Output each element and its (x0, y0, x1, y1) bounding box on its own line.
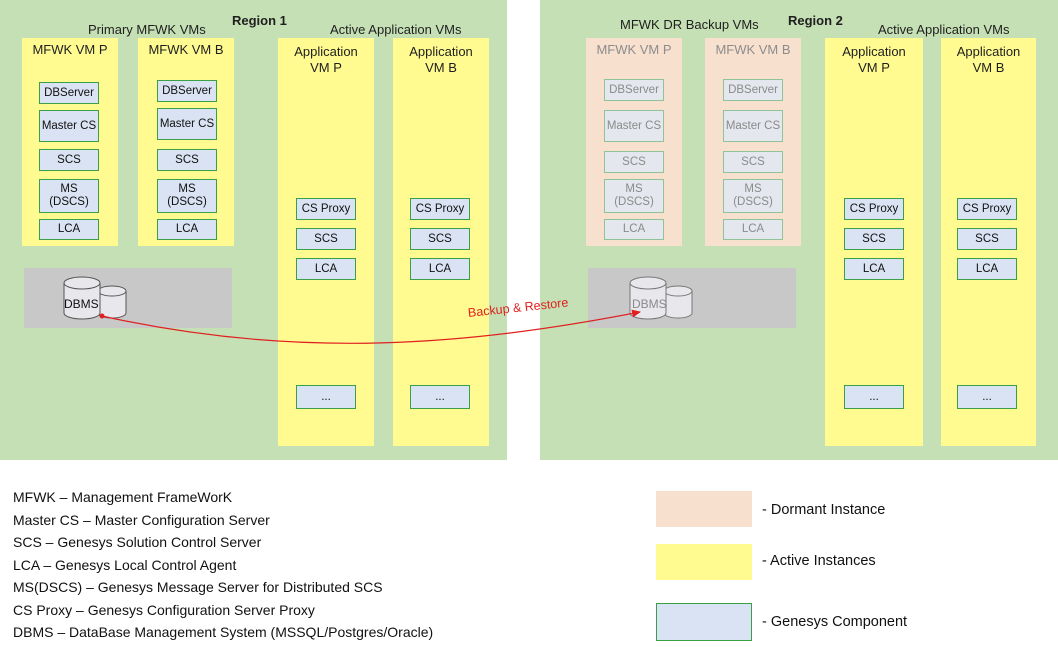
abbreviation-cs-proxy: CS Proxy – Genesys Configuration Server … (13, 601, 315, 618)
legend-swatch-active (656, 544, 752, 580)
component-scs: SCS (157, 149, 217, 171)
component-master-cs: Master CS (604, 110, 664, 142)
component-dbserver: DBServer (157, 80, 217, 102)
abbreviation-ms-dscs: MS(DSCS) – Genesys Message Server for Di… (13, 579, 383, 595)
component-master-cs: Master CS (157, 108, 217, 140)
component-dbserver: DBServer (604, 79, 664, 101)
component-scs: SCS (410, 228, 470, 250)
component-scs: SCS (957, 228, 1017, 250)
component-more: ... (410, 385, 470, 409)
component-scs: SCS (723, 151, 783, 173)
region-1-mfwk-vm-p: MFWK VM P DBServer Master CS SCS MS (DSC… (22, 38, 118, 246)
vm-title: Application VM B (956, 44, 1021, 75)
region-1-db-label: DBMS (64, 297, 99, 311)
component-ms-dscs: MS (DSCS) (723, 179, 783, 213)
region-2-app-vm-b: Application VM B CS Proxy SCS LCA ... (941, 38, 1036, 446)
region-2-title: Region 2 (788, 13, 843, 28)
component-lca: LCA (157, 219, 217, 240)
component-master-cs: Master CS (39, 110, 99, 142)
vm-title: MFWK VM B (148, 42, 224, 57)
region-1-app-vm-p: Application VM P CS Proxy SCS LCA ... (278, 38, 374, 446)
region-2-app-group-label: Active Application VMs (878, 22, 1010, 37)
component-lca: LCA (723, 219, 783, 240)
component-lca: LCA (957, 258, 1017, 280)
region-2-db-label: DBMS (632, 297, 667, 311)
component-cs-proxy: CS Proxy (296, 198, 356, 220)
component-cs-proxy: CS Proxy (410, 198, 470, 220)
component-lca: LCA (39, 219, 99, 240)
component-more: ... (957, 385, 1017, 409)
component-dbserver: DBServer (39, 82, 99, 104)
region-1-title: Region 1 (232, 13, 287, 28)
legend-swatch-dormant (656, 491, 752, 527)
abbreviation-list: MFWK – Management FrameWorK Master CS – … (13, 486, 433, 644)
abbreviation-lca: LCA – Genesys Local Control Agent (13, 556, 237, 573)
abbreviation-mfwk: MFWK – Management FrameWorK (13, 489, 233, 505)
component-scs: SCS (844, 228, 904, 250)
component-ms-dscs: MS (DSCS) (39, 179, 99, 213)
region-2-app-vm-p: Application VM P CS Proxy SCS LCA ... (825, 38, 923, 446)
vm-title: Application VM P (294, 44, 358, 75)
component-lca: LCA (410, 258, 470, 280)
legend-swatch-component (656, 603, 752, 641)
region-1-mfwk-vm-b: MFWK VM B DBServer Master CS SCS MS (DSC… (138, 38, 234, 246)
abbreviation-master-cs: Master CS – Master Configuration Server (13, 511, 270, 528)
component-dbserver: DBServer (723, 79, 783, 101)
region-2-mfwk-group-label: MFWK DR Backup VMs (620, 17, 759, 32)
region-2-mfwk-vm-p: MFWK VM P DBServer Master CS SCS MS (DSC… (586, 38, 682, 246)
region-2-database-icon (629, 276, 693, 320)
component-cs-proxy: CS Proxy (844, 198, 904, 220)
component-scs: SCS (39, 149, 99, 171)
component-lca: LCA (604, 219, 664, 240)
vm-title: MFWK VM P (596, 42, 672, 57)
region-2-mfwk-vm-b: MFWK VM B DBServer Master CS SCS MS (DSC… (705, 38, 801, 246)
vm-title: MFWK VM B (715, 42, 791, 57)
legend-label-dormant: - Dormant Instance (762, 502, 886, 518)
region-1-app-vm-b: Application VM B CS Proxy SCS LCA ... (393, 38, 489, 446)
component-lca: LCA (296, 258, 356, 280)
abbreviation-scs: SCS – Genesys Solution Control Server (13, 534, 262, 550)
region-1-app-group-label: Active Application VMs (330, 22, 462, 37)
component-ms-dscs: MS (DSCS) (157, 179, 217, 213)
region-1-database-icon (63, 276, 127, 320)
abbreviation-dbms: DBMS – DataBase Management System (MSSQL… (13, 624, 434, 640)
component-lca: LCA (844, 258, 904, 280)
backup-restore-arrow (99, 309, 641, 344)
region-1-mfwk-group-label: Primary MFWK VMs (88, 22, 206, 37)
region-1-db-area (24, 268, 232, 328)
vm-title: Application VM P (842, 44, 906, 75)
component-cs-proxy: CS Proxy (957, 198, 1017, 220)
vm-title: MFWK VM P (32, 42, 108, 57)
legend-label-active: - Active Instances (762, 553, 876, 569)
component-master-cs: Master CS (723, 110, 783, 142)
component-more: ... (844, 385, 904, 409)
component-scs: SCS (604, 151, 664, 173)
component-scs: SCS (296, 228, 356, 250)
legend-label-component: - Genesys Component (762, 614, 908, 630)
vm-title: Application VM B (409, 44, 473, 75)
component-more: ... (296, 385, 356, 409)
component-ms-dscs: MS (DSCS) (604, 179, 664, 213)
